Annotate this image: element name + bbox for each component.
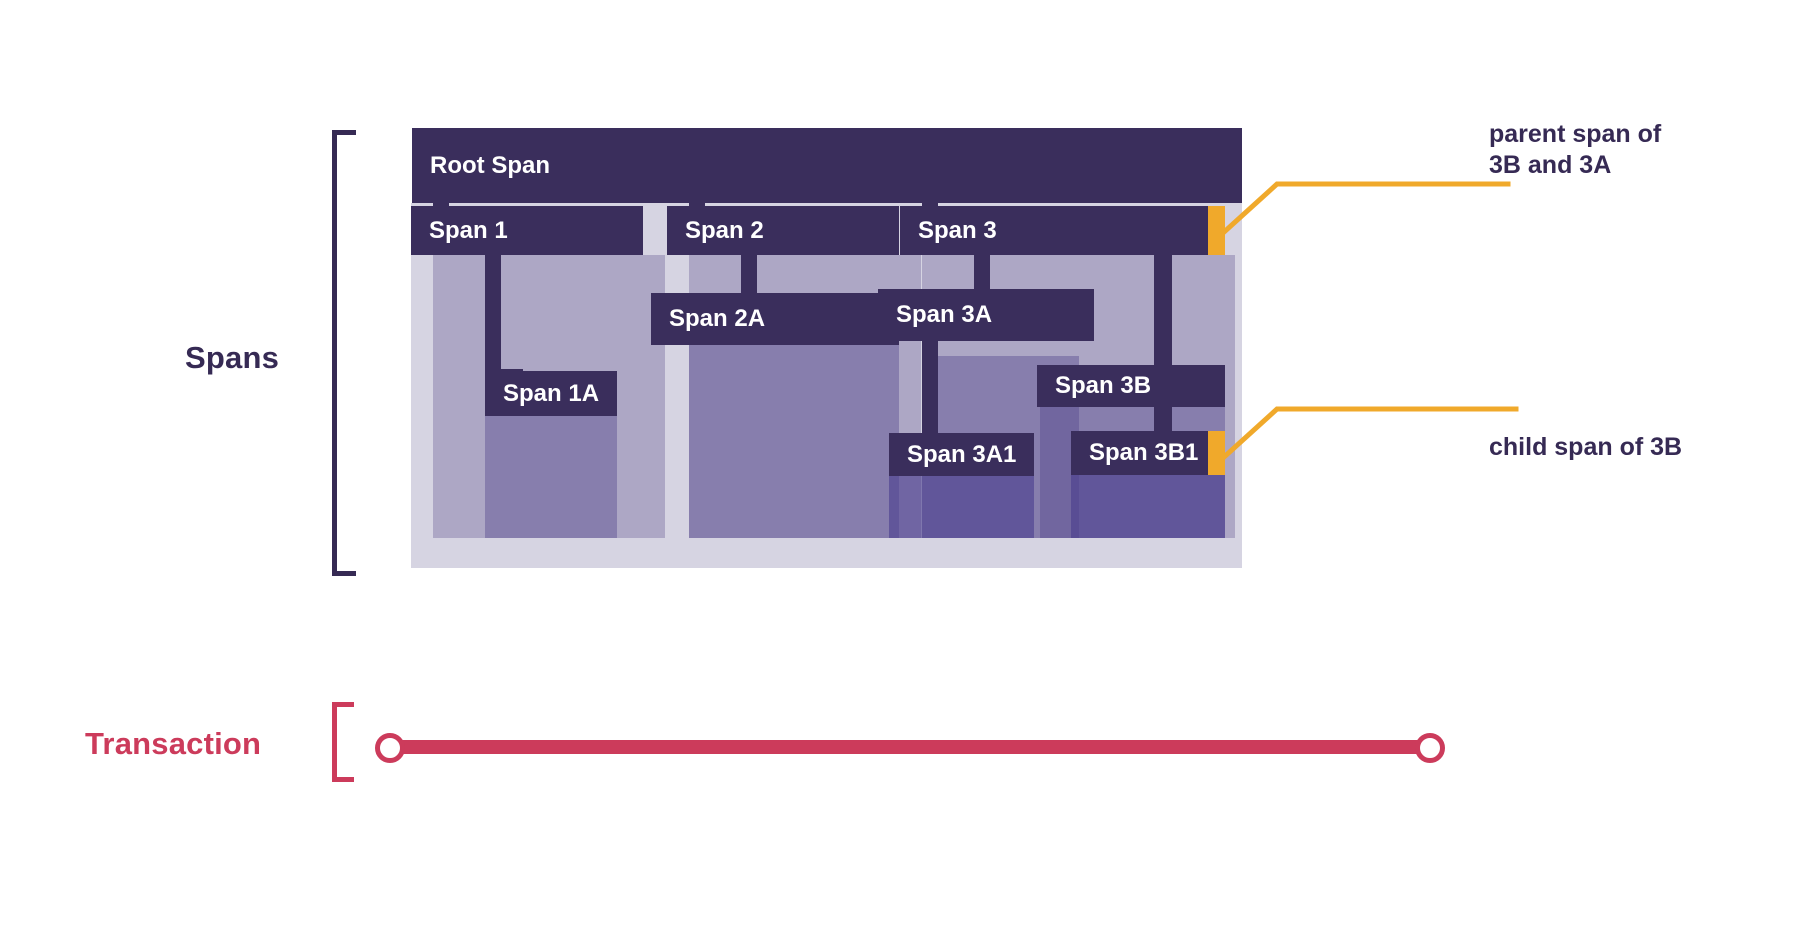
span-label-3a: Span 3A [896,301,993,328]
connector-3a-to-3a1 [922,341,938,439]
span-body-3a1 [889,476,1034,538]
span-bar-2a[interactable]: Span 2A [651,293,899,345]
span-label-2: Span 2 [685,216,764,244]
connector-2-to-2a [741,255,757,300]
span-bar-3a[interactable]: Span 3A [878,289,1094,341]
leader-line-child [1219,406,1519,462]
span-label-3a1: Span 3A1 [907,440,1017,468]
callout-parent-span: parent span of 3B and 3A [1489,120,1662,180]
callout-child-span: child span of 3B [1489,433,1683,461]
span-label-root: Root Span [430,151,550,179]
transaction-bracket [332,702,354,782]
transaction-start-marker[interactable] [375,733,405,763]
span-bar-3a1[interactable]: Span 3A1 [889,433,1034,476]
parent-span-marker [1208,206,1225,255]
span-label-1a: Span 1A [503,379,600,407]
spans-chart: Root Span Span 1 Span 1A Span 2 [411,128,1242,568]
transaction-end-marker[interactable] [1415,733,1445,763]
span-body-3b1 [1071,475,1225,538]
span-bar-root[interactable]: Root Span [412,128,1242,203]
spans-section-label: Spans [185,340,280,375]
span-label-3b: Span 3B [1055,372,1152,399]
spans-bracket [332,130,356,576]
span-label-2a: Span 2A [669,305,766,332]
transaction-timeline-bar[interactable] [385,740,1435,754]
span-body-1a [485,416,617,538]
span-bar-3[interactable]: Span 3 [900,206,1224,255]
transaction-section-label: Transaction [85,726,262,761]
span-body-2a [689,345,899,538]
span-bar-1[interactable]: Span 1 [411,206,643,255]
span-bar-2[interactable]: Span 2 [667,206,899,255]
span-label-1: Span 1 [429,216,508,244]
leader-line-parent [1219,181,1511,237]
span-bar-3b1[interactable]: Span 3B1 [1071,431,1225,475]
connector-1-to-1a [485,255,501,385]
span-label-3: Span 3 [918,216,997,244]
span-bar-1a[interactable]: Span 1A [485,371,617,416]
span-bar-3b[interactable]: Span 3B [1037,365,1225,407]
span-label-3b1: Span 3B1 [1089,439,1199,466]
child-span-marker [1208,431,1225,475]
